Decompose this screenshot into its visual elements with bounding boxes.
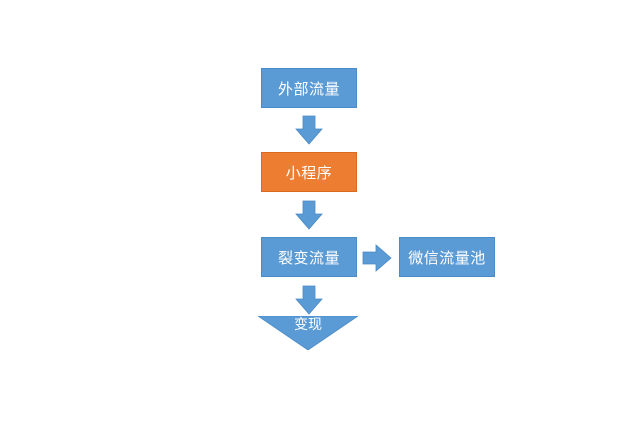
node-fission-traffic-label: 裂变流量 bbox=[277, 248, 340, 267]
node-external-traffic: 外部流量 bbox=[261, 68, 357, 108]
down-arrow-icon bbox=[295, 285, 323, 315]
node-wechat-traffic-pool-label: 微信流量池 bbox=[408, 248, 486, 267]
node-wechat-traffic-pool: 微信流量池 bbox=[399, 237, 495, 277]
down-arrow-icon bbox=[295, 115, 323, 145]
node-mini-program-label: 小程序 bbox=[285, 163, 333, 182]
node-mini-program: 小程序 bbox=[261, 152, 357, 192]
node-fission-traffic: 裂变流量 bbox=[261, 237, 357, 277]
node-monetization-triangle bbox=[258, 316, 358, 350]
right-arrow-icon bbox=[362, 244, 392, 272]
node-monetization-label: 变现 bbox=[294, 317, 322, 333]
down-arrow-icon bbox=[295, 200, 323, 230]
node-external-traffic-label: 外部流量 bbox=[277, 79, 340, 98]
